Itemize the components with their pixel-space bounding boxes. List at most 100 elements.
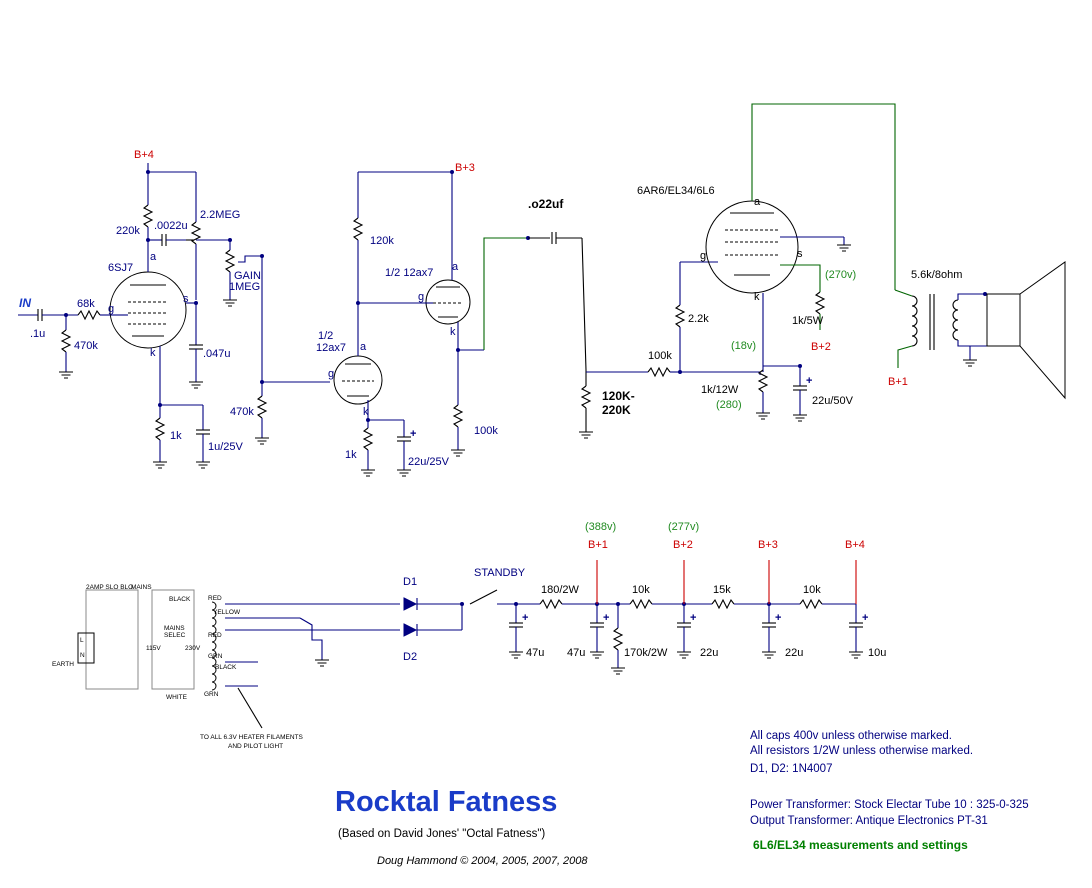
- gain-pot-label: GAIN: [234, 270, 261, 282]
- svg-text:k: k: [754, 291, 760, 303]
- svg-text:+: +: [690, 612, 696, 624]
- page-title: Rocktal Fatness: [335, 786, 557, 818]
- svg-text:RED: RED: [208, 595, 222, 602]
- b2-screen-label: B+2: [811, 341, 831, 353]
- bleeder-resistor-label: 170k/2W: [624, 647, 668, 659]
- bias-pot-setting: (280): [716, 399, 742, 411]
- power-tube-label: 6AR6/EL34/6L6: [637, 185, 715, 197]
- note-output-transformer: Output Transformer: Antique Electronics …: [750, 815, 988, 827]
- b1-label: B+1: [588, 539, 608, 551]
- resistor-15k-label: 15k: [713, 584, 731, 596]
- resistor-10k-b-label: 10k: [803, 584, 821, 596]
- tube-6sj7: [109, 271, 187, 349]
- svg-text:L: L: [80, 637, 84, 644]
- power-stage: 100k 2.2k 6AR6/EL34/6L6 g a s k (270v) 1…: [586, 103, 1066, 422]
- svg-text:a: a: [150, 251, 157, 263]
- svg-text:k: k: [363, 406, 369, 418]
- b1-ot-label: B+1: [888, 376, 908, 388]
- speaker-cone: [1019, 261, 1066, 400]
- svg-text:MAINS: MAINS: [164, 625, 185, 632]
- coupling-cap-022-label: .o22uf: [528, 197, 564, 211]
- svg-text:BLACK: BLACK: [215, 664, 237, 671]
- filter-cap-3-label: 22u: [700, 647, 718, 659]
- b4-label: B+4: [134, 149, 154, 161]
- grid-stopper-22k-label: 2.2k: [688, 313, 709, 325]
- svg-text:RED: RED: [208, 632, 222, 639]
- svg-text:g: g: [418, 291, 424, 303]
- svg-text:k: k: [450, 326, 456, 338]
- gain-pot-value: 1MEG: [229, 281, 260, 293]
- tube-v2a-label-2: 12ax7: [316, 342, 346, 354]
- screen-cap-label: .047u: [203, 348, 231, 360]
- notes: All caps 400v unless otherwise marked. A…: [750, 730, 1029, 852]
- b4-label-ps: B+4: [845, 539, 865, 551]
- v2-grid-resistor-label: 470k: [230, 406, 254, 418]
- b3-label: B+3: [455, 162, 475, 174]
- diode-d2-label: D2: [403, 651, 417, 663]
- svg-text:g: g: [700, 250, 706, 262]
- bias-pot-label: 1k/12W: [701, 384, 739, 396]
- pt-coil: [211, 601, 217, 691]
- grid-stopper-label: 68k: [77, 298, 95, 310]
- screen-resistor-label: 2.2MEG: [200, 209, 240, 221]
- v2a-cathode-cap-label: 22u/25V: [408, 456, 450, 468]
- filter-cap-2-label: 47u: [567, 647, 585, 659]
- power-supply: 2AMP SLO BLO MAINS L N EARTH BLACK MAINS…: [52, 521, 886, 750]
- standby-label: STANDBY: [474, 567, 526, 579]
- svg-text:g: g: [328, 368, 334, 380]
- input-stage: IN .1u 68k 470k g a s k 6SJ7 B+4: [18, 149, 264, 469]
- svg-text:WHITE: WHITE: [166, 694, 188, 701]
- svg-text:s: s: [797, 248, 803, 260]
- svg-text:+: +: [775, 612, 781, 624]
- output-transformer-label: 5.6k/8ohm: [911, 269, 962, 281]
- title-block: Rocktal Fatness (Based on David Jones' "…: [335, 786, 588, 867]
- tube-12ax7-a: [333, 355, 383, 405]
- screen-resistor-1k5w-label: 1k/5W: [792, 315, 824, 327]
- resistor-180-label: 180/2W: [541, 584, 580, 596]
- svg-text:115V: 115V: [146, 645, 161, 652]
- earth-label: EARTH: [52, 661, 74, 668]
- cathode-cap-22u50-label: 22u/50V: [812, 395, 854, 407]
- note-power-transformer: Power Transformer: Stock Electar Tube 10…: [750, 799, 1029, 811]
- svg-text:k: k: [150, 347, 156, 359]
- standby-switch: [469, 589, 498, 605]
- fuse-label: 2AMP SLO BLO: [86, 584, 133, 591]
- tube-12ax7-b: [425, 279, 471, 325]
- note-diodes: D1, D2: 1N4007: [750, 763, 832, 775]
- b2-voltage-label: (277v): [668, 521, 699, 533]
- v2a-plate-resistor-label: 120k: [370, 235, 394, 247]
- b3-label-ps: B+3: [758, 539, 778, 551]
- speaker-magnet: [986, 293, 1021, 347]
- svg-text:230V: 230V: [185, 645, 201, 652]
- tube-v2b-label: 1/2 12ax7: [385, 267, 433, 279]
- mains-label: MAINS: [131, 584, 152, 591]
- bias-resistor-label-1: 120K-: [602, 389, 635, 403]
- subtitle: (Based on David Jones' "Octal Fatness"): [338, 828, 545, 840]
- ot-secondary: [952, 299, 959, 341]
- note-caps: All caps 400v unless otherwise marked.: [750, 730, 952, 742]
- diode-d2: [403, 623, 418, 637]
- svg-text:s: s: [183, 293, 189, 305]
- filter-cap-1-label: 47u: [526, 647, 544, 659]
- cathode-resistor-label: 1k: [170, 430, 182, 442]
- heater-note-2: AND PILOT LIGHT: [228, 743, 283, 750]
- svg-text:YELLOW: YELLOW: [213, 609, 241, 616]
- ot-primary: [911, 295, 918, 347]
- b2-label: B+2: [673, 539, 693, 551]
- note-measurements: 6L6/EL34 measurements and settings: [753, 838, 968, 852]
- tube-power: [705, 200, 799, 294]
- diode-d1: [403, 597, 418, 611]
- v2b-cathode-resistor-label: 100k: [474, 425, 498, 437]
- filter-cap-4-label: 22u: [785, 647, 803, 659]
- note-resistors: All resistors 1/2W unless otherwise mark…: [750, 745, 973, 757]
- v2a-cathode-resistor-label: 1k: [345, 449, 357, 461]
- tube-v1-label: 6SJ7: [108, 262, 133, 274]
- cathode-voltage-label: (18v): [731, 340, 756, 352]
- svg-text:a: a: [452, 261, 459, 273]
- heater-note-1: TO ALL 6.3V HEATER FILAMENTS: [200, 734, 303, 741]
- resistor-10k-a-label: 10k: [632, 584, 650, 596]
- screen-voltage-label: (270v): [825, 269, 856, 281]
- svg-text:a: a: [360, 341, 367, 353]
- second-stage: 470k g a k 1/2 12ax7 B+3 120k 1k + 22u/2…: [230, 162, 635, 477]
